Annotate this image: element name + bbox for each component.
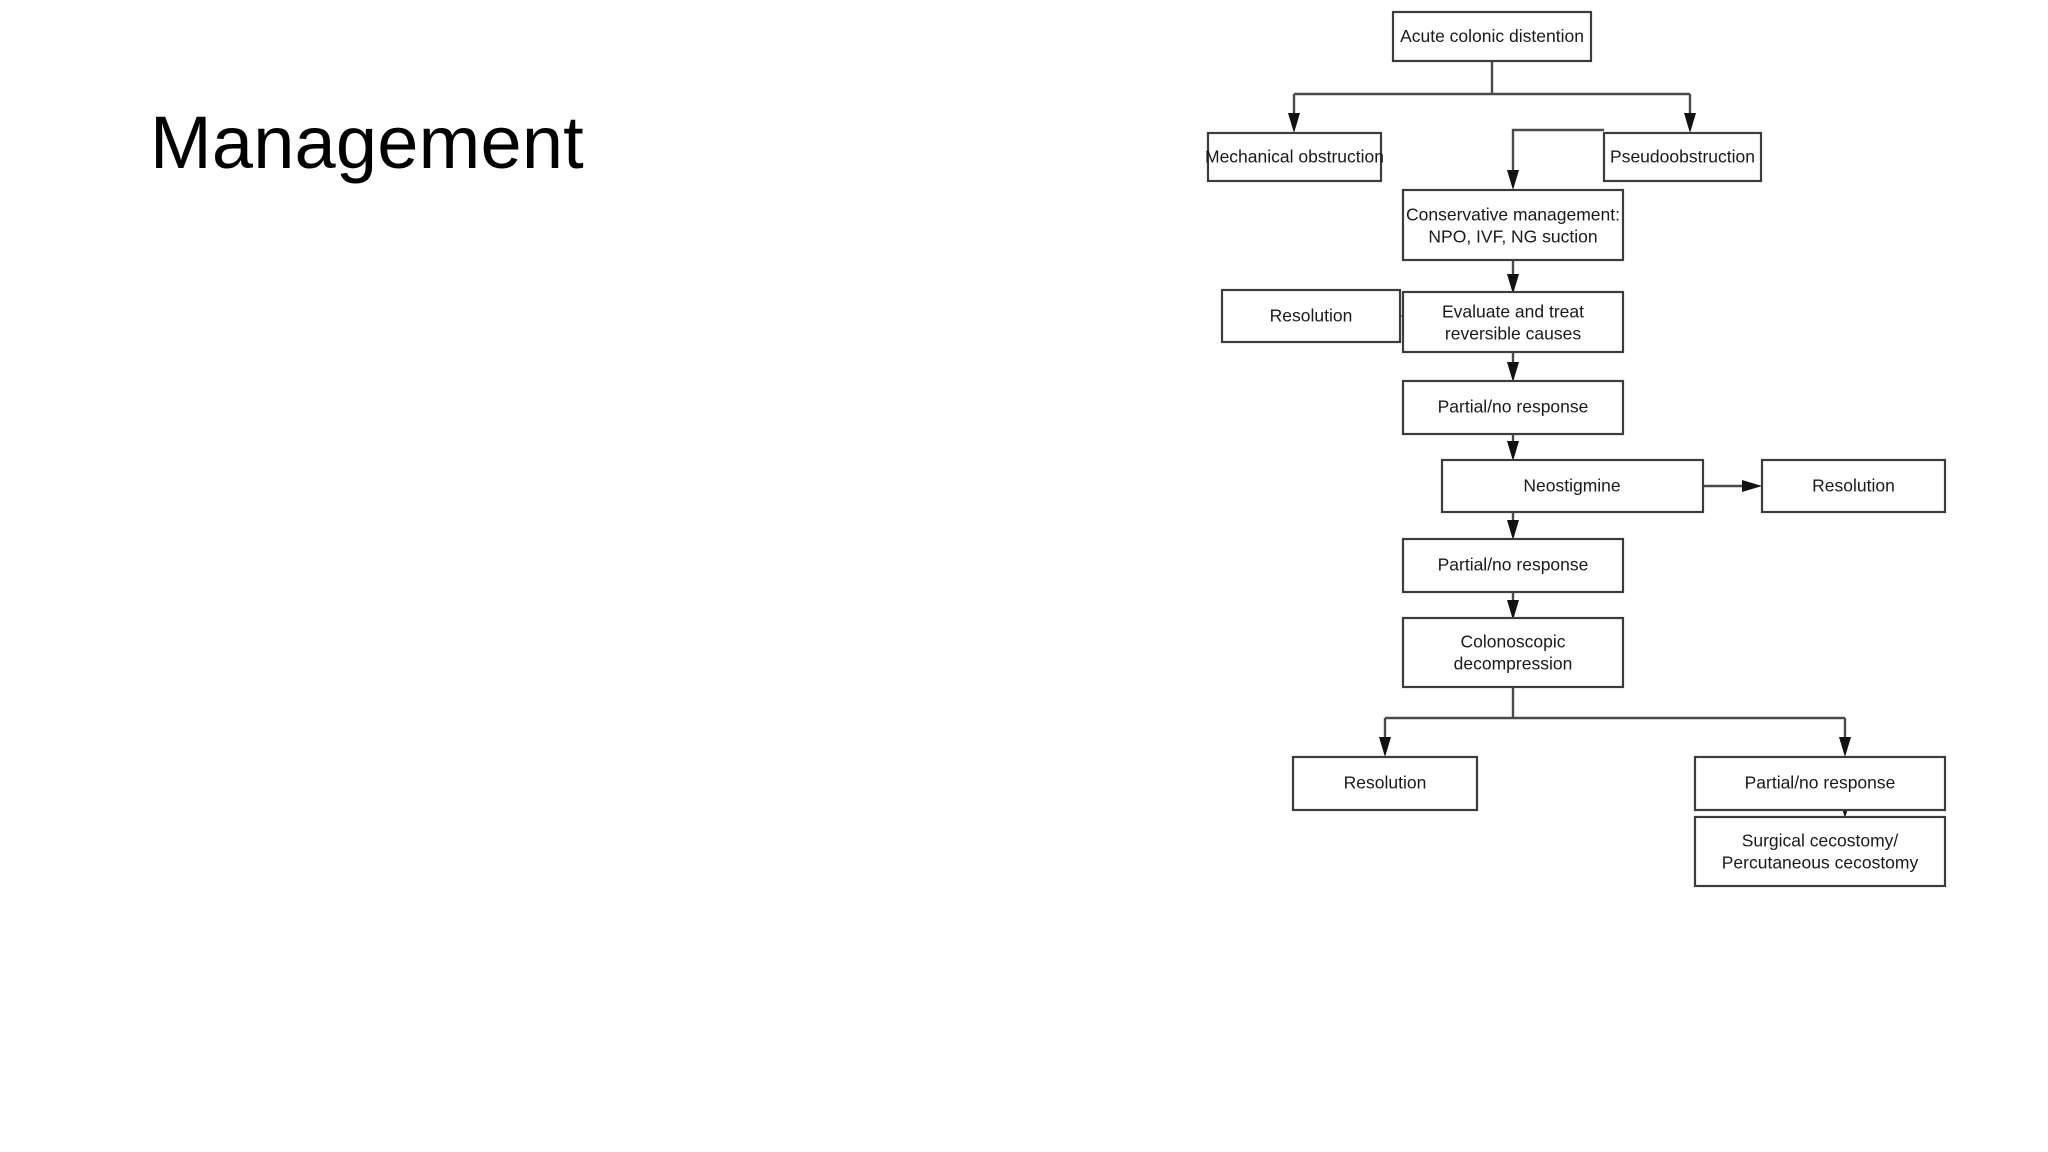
node-conservative-management[interactable]: Conservative management: NPO, IVF, NG su… (1401, 188, 1625, 262)
node-partial-no-response-3[interactable]: Partial/no response (1693, 755, 1947, 812)
flowchart-svg: Acute colonic distention Mechanical obst… (1205, 10, 1947, 888)
node-label-line2: NPO, IVF, NG suction (1428, 227, 1597, 247)
node-box (1693, 755, 1947, 812)
node-label: Resolution (1270, 306, 1353, 326)
node-label: Acute colonic distention (1400, 26, 1584, 46)
node-resolution-2[interactable]: Resolution (1760, 458, 1947, 514)
node-label-line1: Colonoscopic (1460, 632, 1565, 652)
node-box (1760, 458, 1947, 514)
node-label: Resolution (1812, 476, 1895, 496)
arrowhead-partial-3 (1839, 737, 1851, 757)
node-label-line2: reversible causes (1445, 324, 1581, 344)
node-box (1291, 755, 1479, 812)
node-partial-no-response-2[interactable]: Partial/no response (1401, 537, 1625, 594)
node-label-line2: Percutaneous cecostomy (1722, 853, 1919, 873)
node-box (1401, 290, 1625, 354)
node-neostigmine[interactable]: Neostigmine (1440, 458, 1705, 514)
node-label-line2: decompression (1454, 654, 1573, 674)
node-label: Partial/no response (1438, 555, 1589, 575)
node-label: Neostigmine (1523, 476, 1620, 496)
arrowhead-conservative (1507, 170, 1519, 190)
arrowhead-neostigmine (1507, 441, 1519, 461)
node-acute-colonic-distention[interactable]: Acute colonic distention (1391, 10, 1593, 63)
arrowhead-mechanical (1288, 113, 1300, 133)
flowchart-figure: Acute colonic distention Mechanical obst… (1180, 0, 2048, 1152)
node-box (1206, 131, 1383, 183)
node-label: Resolution (1344, 773, 1427, 793)
arrowhead-resolution-3 (1379, 737, 1391, 757)
node-box (1401, 379, 1625, 436)
node-colonoscopic-decompression[interactable]: Colonoscopic decompression (1401, 616, 1625, 689)
node-box (1440, 458, 1705, 514)
node-cecostomy[interactable]: Surgical cecostomy/ Percutaneous cecosto… (1693, 815, 1947, 888)
node-pseudoobstruction[interactable]: Pseudoobstruction (1602, 131, 1763, 183)
node-box (1602, 131, 1763, 183)
node-box (1401, 537, 1625, 594)
node-box (1220, 288, 1402, 344)
node-label-line1: Evaluate and treat (1442, 302, 1584, 322)
arrowhead-partial-1 (1507, 362, 1519, 382)
node-box (1693, 815, 1947, 888)
node-label-line1: Conservative management: (1406, 205, 1620, 225)
node-evaluate-and-treat[interactable]: Evaluate and treat reversible causes (1401, 290, 1625, 354)
node-resolution-3[interactable]: Resolution (1291, 755, 1479, 812)
node-label: Mechanical obstruction (1205, 147, 1384, 167)
node-label: Partial/no response (1745, 773, 1896, 793)
edge-pseudo-to-conservative (1511, 128, 1604, 170)
node-box (1391, 10, 1593, 63)
node-mechanical-obstruction[interactable]: Mechanical obstruction (1205, 131, 1384, 183)
node-box (1401, 188, 1625, 262)
arrowhead-pseudo (1684, 113, 1696, 133)
page-title: Management (150, 101, 584, 184)
node-resolution-1[interactable]: Resolution (1220, 288, 1402, 344)
node-box (1401, 616, 1625, 689)
arrowhead-resolution-2 (1742, 480, 1762, 492)
node-label: Partial/no response (1438, 397, 1589, 417)
arrowhead-evaluate (1507, 274, 1519, 294)
arrowhead-colonoscopic (1507, 600, 1519, 620)
node-partial-no-response-1[interactable]: Partial/no response (1401, 379, 1625, 436)
node-label: Pseudoobstruction (1610, 147, 1755, 167)
arrowhead-partial-2 (1507, 520, 1519, 540)
node-label-line1: Surgical cecostomy/ (1742, 831, 1899, 851)
